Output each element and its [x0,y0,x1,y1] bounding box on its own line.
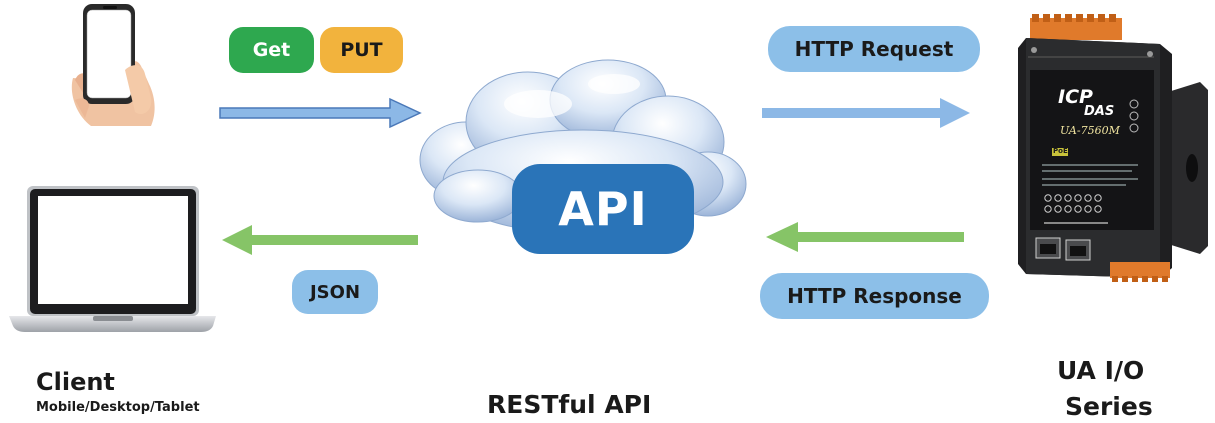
client-to-api-arrow [219,97,422,129]
api-label-box: API [512,164,694,254]
api-to-device-arrow [762,98,970,128]
http-request-pill: HTTP Request [768,26,980,72]
http-response-pill: HTTP Response [760,273,989,319]
device-poe-badge: PoE [1053,147,1068,155]
device-model-label: UA-7560M [1060,124,1120,137]
io-module-device: ICP DAS UA-7560M PoE [1000,0,1215,290]
laptop-icon [9,186,216,332]
device-title-line2: Series [1065,392,1153,421]
io-module-device-icon [1018,14,1208,282]
device-logo-line2: DAS [1084,104,1115,119]
device-to-api-arrow [766,222,964,252]
put-method-pill: PUT [320,27,403,73]
api-to-client-arrow [222,225,418,255]
restful-api-caption: RESTful API [487,390,652,419]
client-title: Client [36,368,115,396]
device-logo-line1: ICP [1058,86,1093,108]
device-title-line1: UA I/O [1057,356,1145,385]
client-subtitle: Mobile/Desktop/Tablet [36,400,200,415]
json-pill: JSON [292,270,378,314]
get-method-pill: Get [229,27,314,73]
smartphone-in-hand-icon [71,4,155,126]
